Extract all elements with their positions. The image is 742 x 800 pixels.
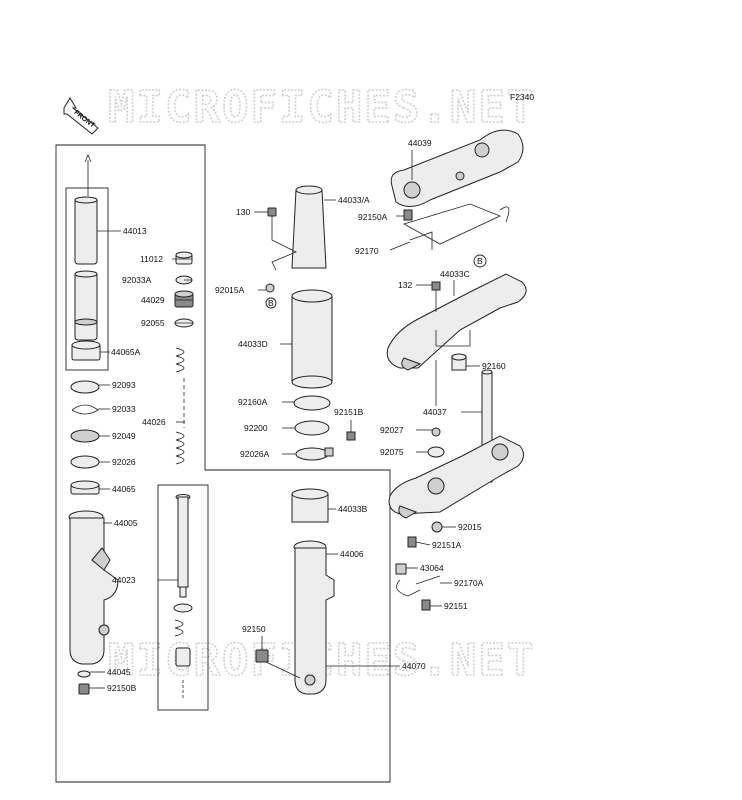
label-92160: 92160 xyxy=(482,361,506,371)
damper-rod-44023-part xyxy=(173,494,193,700)
washer-92200-part xyxy=(294,420,330,436)
label-92170: 92170 xyxy=(355,246,379,256)
label-44005: 44005 xyxy=(114,518,138,528)
label-44006: 44006 xyxy=(340,549,364,559)
cover-44033d-part xyxy=(291,289,333,389)
label-44065a: 44065A xyxy=(111,347,141,357)
label-92027: 92027 xyxy=(380,425,404,435)
label-44065: 44065 xyxy=(112,484,136,494)
seal-92049-part xyxy=(70,429,100,443)
bolt-92150b-part xyxy=(78,683,90,695)
outer-tube-44005-part xyxy=(68,510,119,665)
lower-bracket-44033c-part xyxy=(386,273,527,371)
label-92150: 92150 xyxy=(242,624,266,634)
cover-44033b-part xyxy=(291,488,329,523)
bearing-92075-part xyxy=(427,446,445,458)
leader-lines xyxy=(89,150,482,689)
nut-92027-part xyxy=(431,427,441,437)
bolt-44029-part xyxy=(174,290,194,308)
damper-rod-inner-box xyxy=(157,484,209,711)
label-43064: 43064 xyxy=(420,563,444,573)
ref-b-mid-label: B xyxy=(268,298,274,308)
label-44033c: 44033C xyxy=(440,269,470,279)
label-92015: 92015 xyxy=(458,522,482,532)
label-130: 130 xyxy=(236,207,250,217)
bushing-44065-part xyxy=(70,480,100,495)
label-92151: 92151 xyxy=(444,601,468,611)
nut-92015a-part xyxy=(265,283,275,293)
clamp-92170a-part xyxy=(396,575,441,597)
spring-44026-part xyxy=(175,347,185,465)
figure-code: F2340 xyxy=(510,92,534,102)
cover-44033a-part xyxy=(291,185,327,269)
label-44033b: 44033B xyxy=(338,504,368,514)
label-92170a: 92170A xyxy=(454,578,484,588)
seal-92093-part xyxy=(70,380,100,394)
ref-b-right-label: B xyxy=(477,256,483,266)
label-92093: 92093 xyxy=(112,380,136,390)
bolt-92151-part xyxy=(421,599,431,611)
cap-11012-part xyxy=(175,251,193,265)
collar-44065a-part xyxy=(71,340,101,361)
holder-43064-part xyxy=(395,563,407,575)
washer-92026-part xyxy=(70,455,100,469)
inner-tube-part xyxy=(74,153,98,341)
label-92033: 92033 xyxy=(112,404,136,414)
label-44045: 44045 xyxy=(107,667,131,677)
label-92151a: 92151A xyxy=(432,540,462,550)
bolt-92150-part xyxy=(255,649,301,679)
screw-92151b-part xyxy=(346,420,356,441)
label-92151b: 92151B xyxy=(334,407,364,417)
upper-bracket-44039-part xyxy=(390,129,524,207)
bolt-132-part xyxy=(431,281,441,312)
label-92055: 92055 xyxy=(141,318,165,328)
outer-tube-44006-part xyxy=(293,540,335,695)
washer-44045-part xyxy=(77,670,91,678)
label-92160a: 92160A xyxy=(238,397,268,407)
label-92075: 92075 xyxy=(380,447,404,457)
label-44070: 44070 xyxy=(402,661,426,671)
label-92150b: 92150B xyxy=(107,683,137,693)
part-labels: 44039 92150A 92170 44033C 132 92160 4403… xyxy=(107,138,506,693)
label-11012: 11012 xyxy=(140,254,163,264)
label-92026a: 92026A xyxy=(240,449,270,459)
washer-92160a-part xyxy=(293,395,331,411)
label-92015a: 92015A xyxy=(215,285,245,295)
label-44039: 44039 xyxy=(408,138,432,148)
clamp-92170-part xyxy=(402,203,510,250)
front-arrow-icon: FRONT xyxy=(63,97,99,135)
label-92150a: 92150A xyxy=(358,212,388,222)
watermark-top: MICROFICHES.NET xyxy=(108,82,535,133)
left-fork-frame xyxy=(55,144,391,783)
label-92200: 92200 xyxy=(244,423,268,433)
clamp-92026a-part xyxy=(295,447,334,461)
label-132: 132 xyxy=(398,280,412,290)
bolt-92151a-part xyxy=(407,536,417,548)
leader-130 xyxy=(271,232,297,271)
label-92049: 92049 xyxy=(112,431,136,441)
label-44037: 44037 xyxy=(423,407,447,417)
spacer-92160-part xyxy=(451,353,467,371)
nut-92015-part xyxy=(431,521,443,533)
label-44033d: 44033D xyxy=(238,339,268,349)
bolt-130-part xyxy=(267,207,277,232)
ref-b-mid-icon xyxy=(265,297,277,309)
label-92033a: 92033A xyxy=(122,275,152,285)
bolt-92150a-part xyxy=(403,209,413,221)
label-44033a: 44033/A xyxy=(338,195,370,205)
ref-b-right-icon xyxy=(473,254,487,268)
label-44023: 44023 xyxy=(112,575,136,585)
label-92026: 92026 xyxy=(112,457,136,467)
label-44029: 44029 xyxy=(141,295,165,305)
fork-tube-inner-box xyxy=(65,187,109,371)
stem-44037-part xyxy=(388,369,524,519)
label-44026: 44026 xyxy=(142,417,166,427)
clip-92033-part xyxy=(71,404,99,415)
label-44013: 44013 xyxy=(123,226,147,236)
